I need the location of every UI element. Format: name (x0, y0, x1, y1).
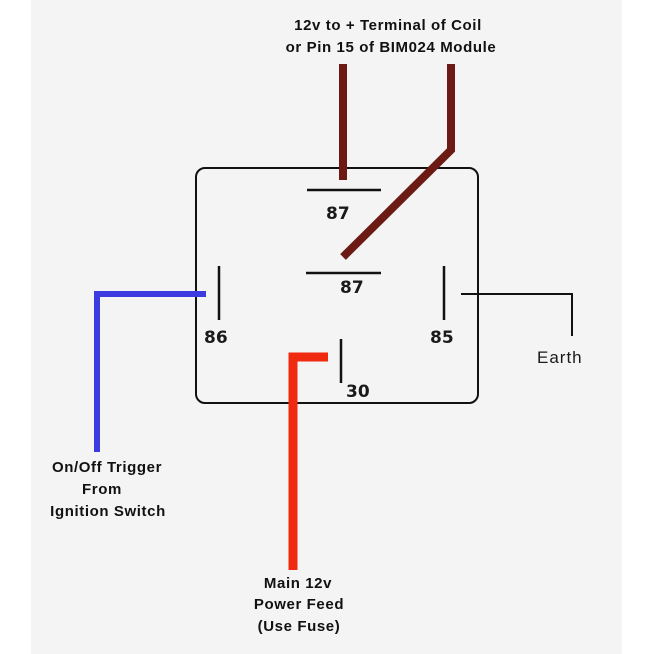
switch-arm-wire (340, 64, 455, 260)
trigger-label-line-2: From (82, 481, 122, 498)
pin-87-top-label: 87 (326, 204, 350, 224)
power-label-line-2: Power Feed (254, 596, 344, 613)
pin-85-label: 85 (430, 328, 454, 348)
power-label-line-1: Main 12v (264, 575, 332, 592)
power-feed-wire (288, 352, 328, 570)
trigger-label-line-1: On/Off Trigger (52, 459, 162, 476)
coil-label-line-2: or Pin 15 of BIM024 Module (286, 39, 497, 56)
diagram-background (31, 0, 622, 654)
pin-87-mid-label: 87 (340, 278, 364, 298)
relay-body (195, 167, 479, 404)
earth-label: Earth (537, 348, 583, 367)
pin-30-label: 30 (346, 382, 370, 402)
pin-86-label: 86 (204, 328, 228, 348)
earth-wire (461, 293, 573, 336)
trigger-wire (94, 291, 206, 452)
trigger-label-line-3: Ignition Switch (50, 503, 166, 520)
power-label-line-3: (Use Fuse) (258, 618, 341, 635)
coil-label-line-1: 12v to + Terminal of Coil (294, 17, 482, 34)
